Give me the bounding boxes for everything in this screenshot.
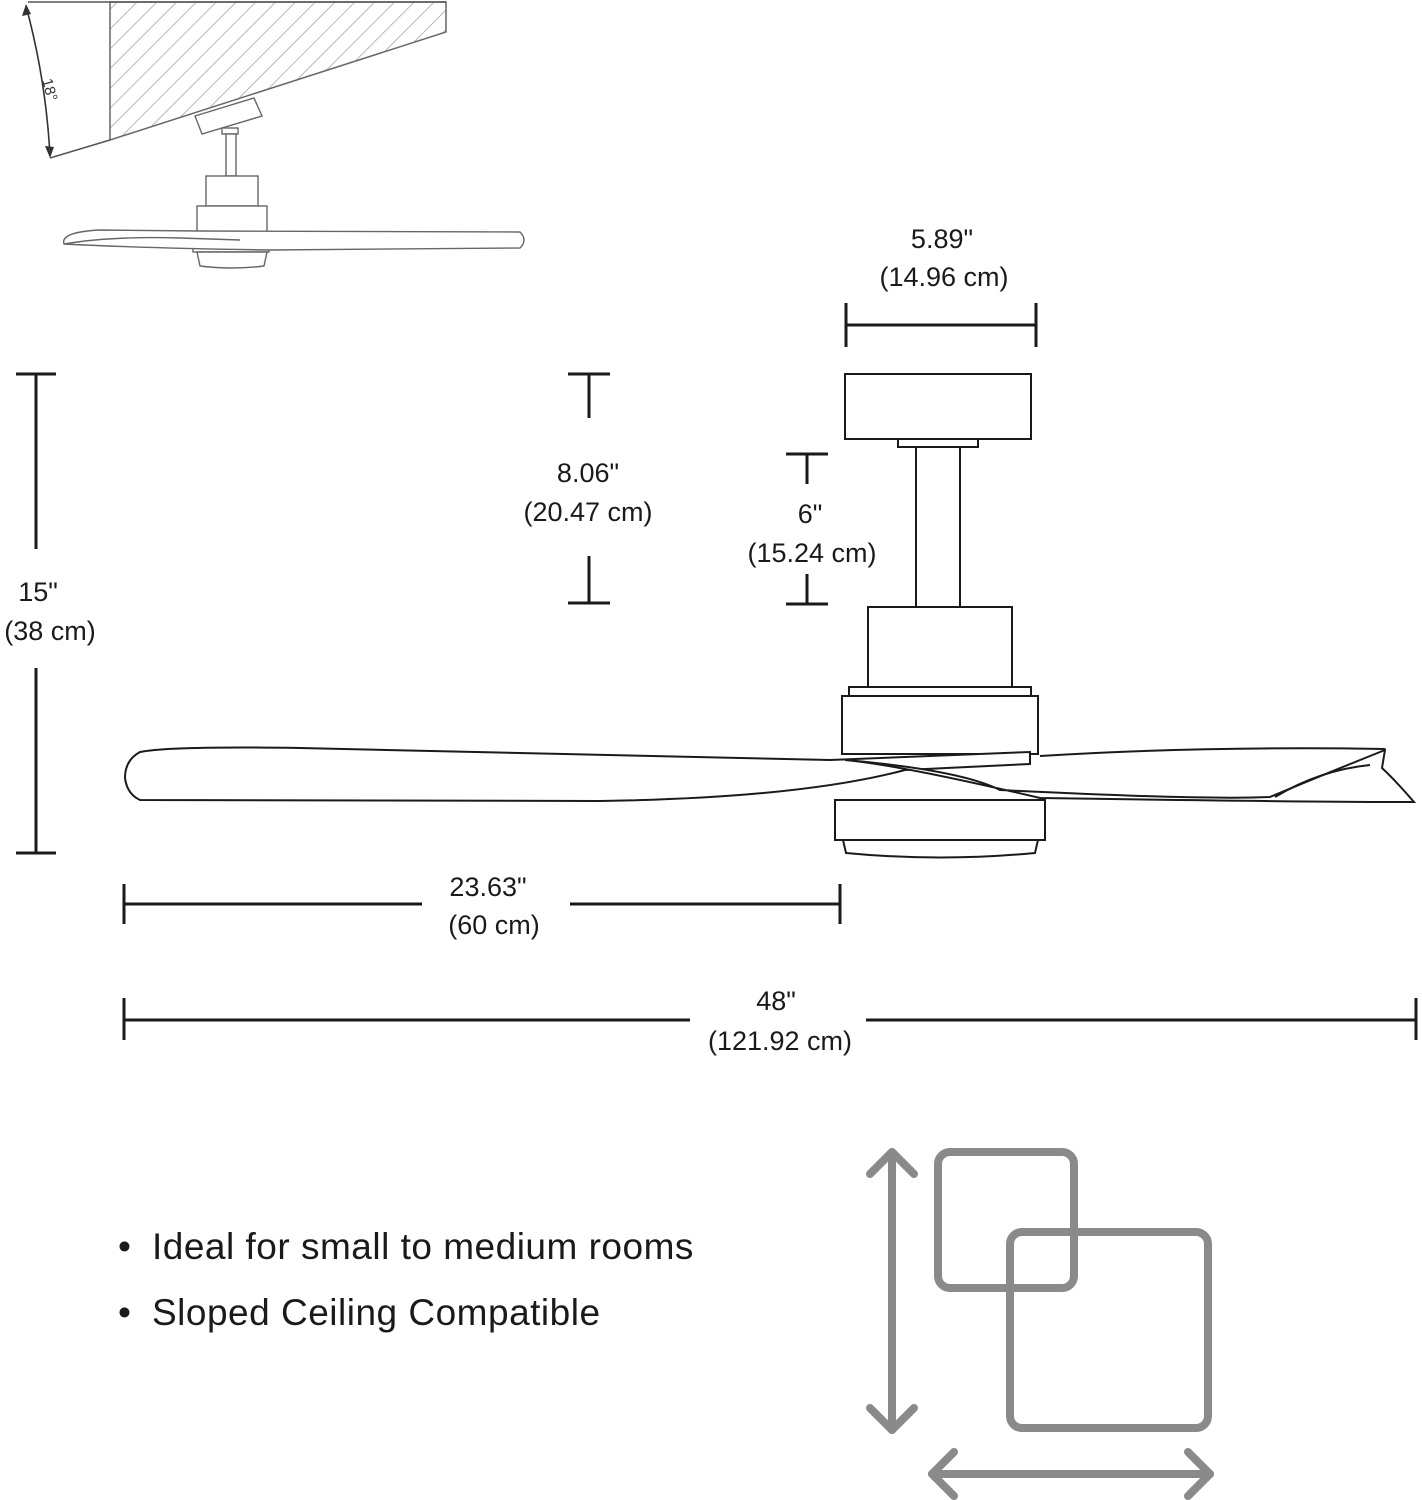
- sloped-ceiling-inset: 18°: [22, 1, 525, 269]
- small-fan-illustration: [62, 97, 525, 269]
- feature-list: • Ideal for small to medium rooms • Sloped…: [118, 1222, 694, 1354]
- canopy-width-imperial: 5.89": [911, 224, 973, 254]
- downrod-length-imperial: 6": [798, 499, 823, 529]
- blade-span-imperial: 48": [756, 986, 796, 1016]
- dimension-labels: 5.89" (14.96 cm) 8.06" (20.47 cm) 6" (15…: [4, 224, 1008, 1056]
- bullet-icon: •: [118, 1226, 132, 1267]
- overall-height-imperial: 15": [18, 577, 58, 607]
- large-room-square: [1006, 1228, 1212, 1432]
- dimension-lines: [16, 303, 1418, 1040]
- light-kit: [834, 799, 1046, 841]
- motor-housing: [867, 606, 1013, 688]
- canopy-width-metric: (14.96 cm): [879, 262, 1008, 292]
- fan-blade-left: [123, 746, 1031, 803]
- feature-text: Ideal for small to medium rooms: [152, 1226, 694, 1267]
- downrod-length-metric: (15.24 cm): [747, 538, 876, 568]
- ceiling-to-blade-imperial: 8.06": [557, 458, 619, 488]
- bullet-icon: •: [118, 1292, 132, 1333]
- fan-illustration: [123, 373, 1417, 859]
- feature-item: • Sloped Ceiling Compatible: [118, 1288, 694, 1354]
- ceiling-to-blade-metric: (20.47 cm): [523, 497, 652, 527]
- feature-text: Sloped Ceiling Compatible: [152, 1292, 601, 1333]
- blade-span-metric: (121.92 cm): [708, 1026, 852, 1056]
- blade-radius-imperial: 23.63": [449, 872, 526, 902]
- fan-blade-right: [844, 748, 1417, 804]
- room-size-icon: [866, 1148, 1214, 1500]
- slope-angle-arc: [25, 5, 51, 157]
- sloped-ceiling-hatch: [109, 1, 447, 142]
- blade-radius-metric: (60 cm): [448, 910, 540, 940]
- canopy: [844, 373, 1032, 440]
- downrod: [915, 446, 961, 608]
- overall-height-metric: (38 cm): [4, 616, 96, 646]
- slope-angle-label: 18°: [38, 77, 60, 103]
- feature-item: • Ideal for small to medium rooms: [118, 1222, 694, 1288]
